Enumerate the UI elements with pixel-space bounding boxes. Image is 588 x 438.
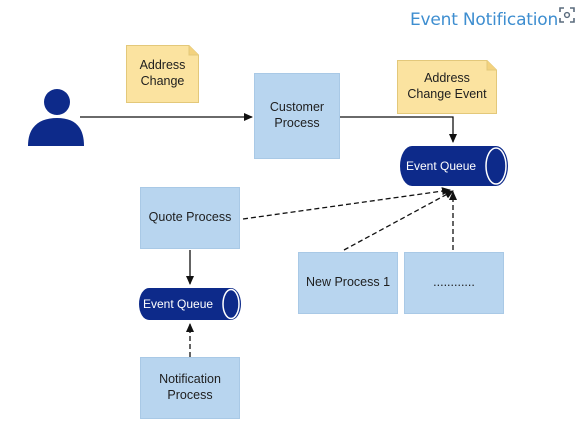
notification-process-label: Notification Process [159,372,221,402]
notification-process-box[interactable]: Notification Process [140,357,240,419]
new-process-1-box[interactable]: New Process 1 [298,252,398,314]
quote-process-box[interactable]: Quote Process [140,187,240,249]
event-queue-secondary[interactable]: Event Queue [137,287,243,321]
note-shape [397,60,497,114]
event-queue-secondary-label: Event Queue [143,297,214,311]
new-process-1-label: New Process 1 [305,275,391,290]
customer-process-label: Customer Process [269,100,325,130]
queue-cylinder-shape [139,288,241,320]
note-address-change-label: Address Change [139,58,186,88]
quote-process-label: Quote Process [148,210,232,225]
placeholder-process-box[interactable]: ............ [404,252,504,314]
note-address-change: Address Change [126,45,199,103]
arrow-customer-to-queue [340,116,457,143]
customer-process-box[interactable]: Customer Process [254,73,340,159]
queue-cylinder-shape [400,146,508,186]
diagram-title: Event Notification [410,10,559,30]
event-queue-main-label: Event Queue [406,159,477,173]
arrow-newprocess-to-queue [343,190,454,251]
note-address-change-event: Address Change Event [397,60,497,114]
note-shape [126,45,199,103]
expand-icon[interactable] [558,6,576,24]
note-address-change-event-label: Address Change Event [407,71,487,101]
arrow-quote-to-queue [242,187,451,220]
placeholder-process-label: ............ [433,275,475,290]
person-icon [28,89,84,146]
event-queue-main[interactable]: Event Queue [398,145,510,187]
